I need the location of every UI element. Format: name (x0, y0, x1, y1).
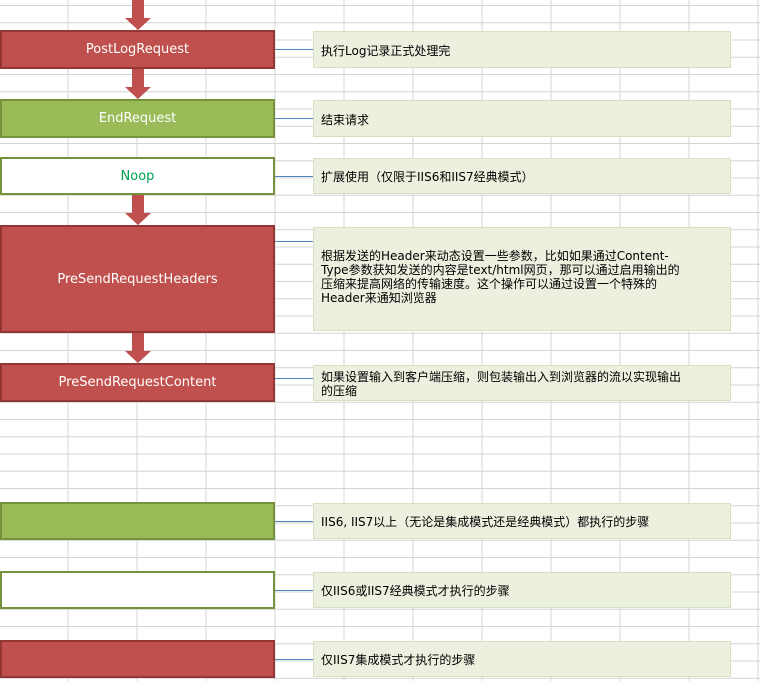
legend-connector (275, 521, 313, 522)
legend-connector (275, 659, 313, 660)
stage-description-line: 如果设置输入到客户端压缩，则包装输出入到浏览器的流以实现输出 (321, 370, 682, 384)
stage-noop: Noop (0, 157, 275, 195)
stage-connector (275, 176, 313, 177)
stage-endrequest: EndRequest (0, 99, 275, 138)
stage-description: 执行Log记录正式处理完 (313, 31, 731, 68)
flow-arrow (125, 68, 151, 99)
legend-description-text: IIS6, IIS7以上（无论是集成模式还是经典模式）都执行的步骤 (321, 515, 650, 529)
legend-description-text: 仅IIS6或IIS7经典模式才执行的步骤 (321, 584, 510, 598)
stage-description-line: 根据发送的Header来动态设置一些参数，比如如果通过Content- (321, 249, 669, 263)
stage-description-line: Header来通知浏览器 (321, 291, 437, 305)
legend-description-text: 仅IIS7集成模式才执行的步骤 (321, 653, 476, 667)
stage-connector (275, 378, 313, 379)
stage-description: 如果设置输入到客户端压缩，则包装输出入到浏览器的流以实现输出 的压缩 (313, 365, 731, 401)
legend-description: 仅IIS6或IIS7经典模式才执行的步骤 (313, 572, 731, 608)
stage-description-line: Type参数获知发送的内容是text/html网页，那可以通过启用输出的 (321, 263, 680, 277)
legend-swatch-green (0, 502, 275, 540)
stage-connector (275, 49, 313, 50)
stage-description-line: 的压缩 (321, 384, 358, 398)
stage-description-text: 执行Log记录正式处理完 (321, 43, 451, 58)
stage-postlogrequest: PostLogRequest (0, 30, 275, 69)
stage-description: 扩展使用（仅限于IIS6和IIS7经典模式） (313, 158, 731, 194)
legend-description: IIS6, IIS7以上（无论是集成模式还是经典模式）都执行的步骤 (313, 503, 731, 539)
flow-arrow (125, 194, 151, 225)
legend-swatch-red (0, 640, 275, 678)
stage-description-line: 压缩来提高网络的传输速度。这个操作可以通过设置一个特殊的 (321, 277, 658, 291)
flow-arrow (125, 0, 151, 30)
stage-description: 根据发送的Header来动态设置一些参数，比如如果通过Content- Type… (313, 227, 731, 331)
stage-connector (275, 118, 313, 119)
stage-description: 结束请求 (313, 100, 731, 137)
stage-description-text: 结束请求 (321, 112, 370, 127)
legend-swatch-white (0, 571, 275, 609)
stage-presendrequestcontent: PreSendRequestContent (0, 363, 275, 402)
stage-connector (275, 241, 313, 242)
flow-arrow (125, 332, 151, 363)
legend-connector (275, 590, 313, 591)
stage-description-text: 扩展使用（仅限于IIS6和IIS7经典模式） (321, 170, 534, 184)
legend-description: 仅IIS7集成模式才执行的步骤 (313, 641, 731, 677)
stage-presendrequestheaders: PreSendRequestHeaders (0, 225, 275, 333)
